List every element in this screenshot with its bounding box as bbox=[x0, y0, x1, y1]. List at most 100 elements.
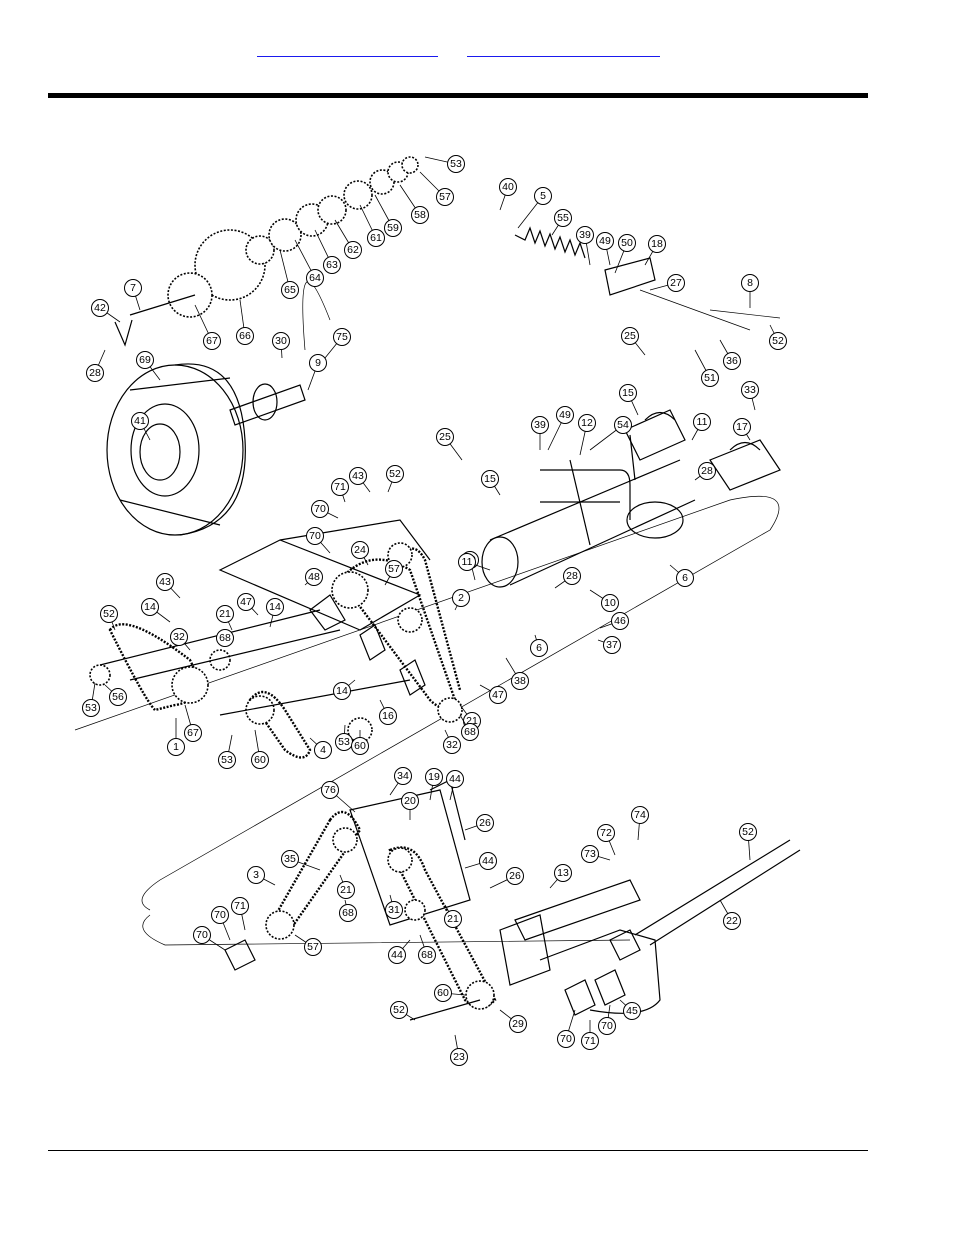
part-callout: 9 bbox=[307, 354, 327, 391]
part-callout: 55 bbox=[551, 209, 572, 236]
callout-label: 64 bbox=[309, 272, 321, 284]
part-callout: 43 bbox=[156, 573, 181, 599]
callout-label: 71 bbox=[584, 1035, 596, 1047]
callout-bubble bbox=[769, 332, 787, 350]
part-callout: 56 bbox=[104, 684, 127, 706]
part-callout: 74 bbox=[631, 806, 649, 841]
callout-bubble bbox=[367, 229, 385, 247]
callout-bubble bbox=[648, 235, 666, 253]
part-callout: 28 bbox=[86, 349, 106, 382]
part-callout: 13 bbox=[549, 864, 572, 889]
callout-bubble bbox=[479, 852, 497, 870]
part-callout: 6 bbox=[669, 564, 694, 587]
part-callout: 71 bbox=[231, 897, 249, 931]
callout-label: 71 bbox=[234, 900, 246, 912]
callout-label: 65 bbox=[284, 284, 296, 296]
callout-label: 25 bbox=[624, 330, 636, 342]
callout-label: 5 bbox=[540, 190, 546, 202]
part-callout: 26 bbox=[489, 867, 524, 889]
part-callout: 73 bbox=[581, 845, 611, 863]
callout-label: 62 bbox=[347, 244, 359, 256]
callout-label: 60 bbox=[354, 740, 366, 752]
callout-label: 21 bbox=[340, 884, 352, 896]
callout-bubble bbox=[598, 1017, 616, 1035]
part-callout: 3 bbox=[247, 866, 276, 886]
callout-bubble bbox=[563, 567, 581, 585]
callout-label: 47 bbox=[240, 596, 252, 608]
callout-bubble bbox=[733, 418, 751, 436]
callout-label: 41 bbox=[134, 415, 146, 427]
part-callout: 23 bbox=[450, 1034, 468, 1066]
callout-bubble bbox=[344, 241, 362, 259]
callout-bubble bbox=[619, 384, 637, 402]
callout-label: 31 bbox=[388, 904, 400, 916]
callout-bubble bbox=[723, 912, 741, 930]
callout-bubble bbox=[385, 560, 403, 578]
callout-label: 74 bbox=[634, 809, 646, 821]
part-callout: 65 bbox=[279, 249, 299, 299]
part-callout: 25 bbox=[436, 428, 463, 461]
part-callout: 1 bbox=[167, 718, 185, 756]
part-callout: 39 bbox=[576, 226, 594, 266]
callout-bubble bbox=[394, 767, 412, 785]
callout-label: 68 bbox=[342, 907, 354, 919]
part-callout: 31 bbox=[385, 894, 403, 919]
callout-bubble bbox=[124, 279, 142, 297]
nav-link-left[interactable] bbox=[257, 42, 438, 57]
callout-label: 11 bbox=[697, 416, 708, 428]
callout-bubble bbox=[349, 467, 367, 485]
callout-label: 10 bbox=[604, 597, 616, 609]
part-callout: 57 bbox=[419, 171, 454, 206]
callout-bubble bbox=[211, 906, 229, 924]
part-callout: 67 bbox=[194, 304, 221, 350]
callout-bubble bbox=[581, 1032, 599, 1050]
callout-label: 49 bbox=[599, 235, 611, 247]
nav-link-right[interactable] bbox=[467, 42, 660, 57]
callout-label: 53 bbox=[450, 158, 462, 170]
callout-label: 6 bbox=[536, 642, 542, 654]
part-callout: 70 bbox=[557, 1009, 576, 1048]
callout-label: 39 bbox=[534, 419, 546, 431]
callout-bubble bbox=[578, 414, 596, 432]
callout-label: 43 bbox=[352, 470, 364, 482]
callout-bubble bbox=[676, 569, 694, 587]
part-callout: 71 bbox=[331, 478, 349, 503]
part-callout: 52 bbox=[739, 823, 757, 861]
callout-label: 3 bbox=[253, 869, 259, 881]
part-callout: 57 bbox=[294, 934, 322, 956]
callout-bubble bbox=[531, 416, 549, 434]
part-callout: 43 bbox=[349, 467, 371, 493]
part-callout: 70 bbox=[598, 1004, 616, 1035]
part-callout: 62 bbox=[334, 219, 362, 259]
callout-bubble bbox=[556, 406, 574, 424]
callout-label: 9 bbox=[315, 357, 321, 369]
part-callout: 53 bbox=[335, 724, 353, 751]
part-callout: 36 bbox=[719, 339, 741, 370]
callout-label: 72 bbox=[600, 827, 612, 839]
callout-label: 38 bbox=[514, 675, 526, 687]
part-callout: 72 bbox=[597, 824, 616, 856]
part-callout: 75 bbox=[324, 328, 351, 359]
callout-label: 19 bbox=[428, 771, 440, 783]
part-callout: 68 bbox=[459, 714, 479, 741]
part-callout: 44 bbox=[388, 939, 411, 964]
part-callout: 64 bbox=[294, 239, 324, 287]
part-callout: 5 bbox=[517, 187, 552, 229]
callout-label: 20 bbox=[404, 795, 416, 807]
part-callout: 52 bbox=[100, 605, 118, 631]
callout-bubble bbox=[530, 639, 548, 657]
part-callout: 20 bbox=[401, 792, 419, 820]
part-callout: 11 bbox=[691, 413, 711, 441]
part-callout: 59 bbox=[374, 194, 402, 237]
part-callout: 32 bbox=[443, 729, 461, 754]
callout-label: 42 bbox=[94, 302, 106, 314]
part-callout: 32 bbox=[170, 628, 191, 651]
part-callout: 21 bbox=[444, 904, 462, 928]
callout-bubble bbox=[131, 412, 149, 430]
callout-label: 36 bbox=[726, 355, 738, 367]
part-callout: 67 bbox=[184, 704, 202, 742]
callout-label: 55 bbox=[557, 212, 569, 224]
callout-bubble bbox=[216, 605, 234, 623]
part-callout: 11 bbox=[458, 553, 491, 571]
